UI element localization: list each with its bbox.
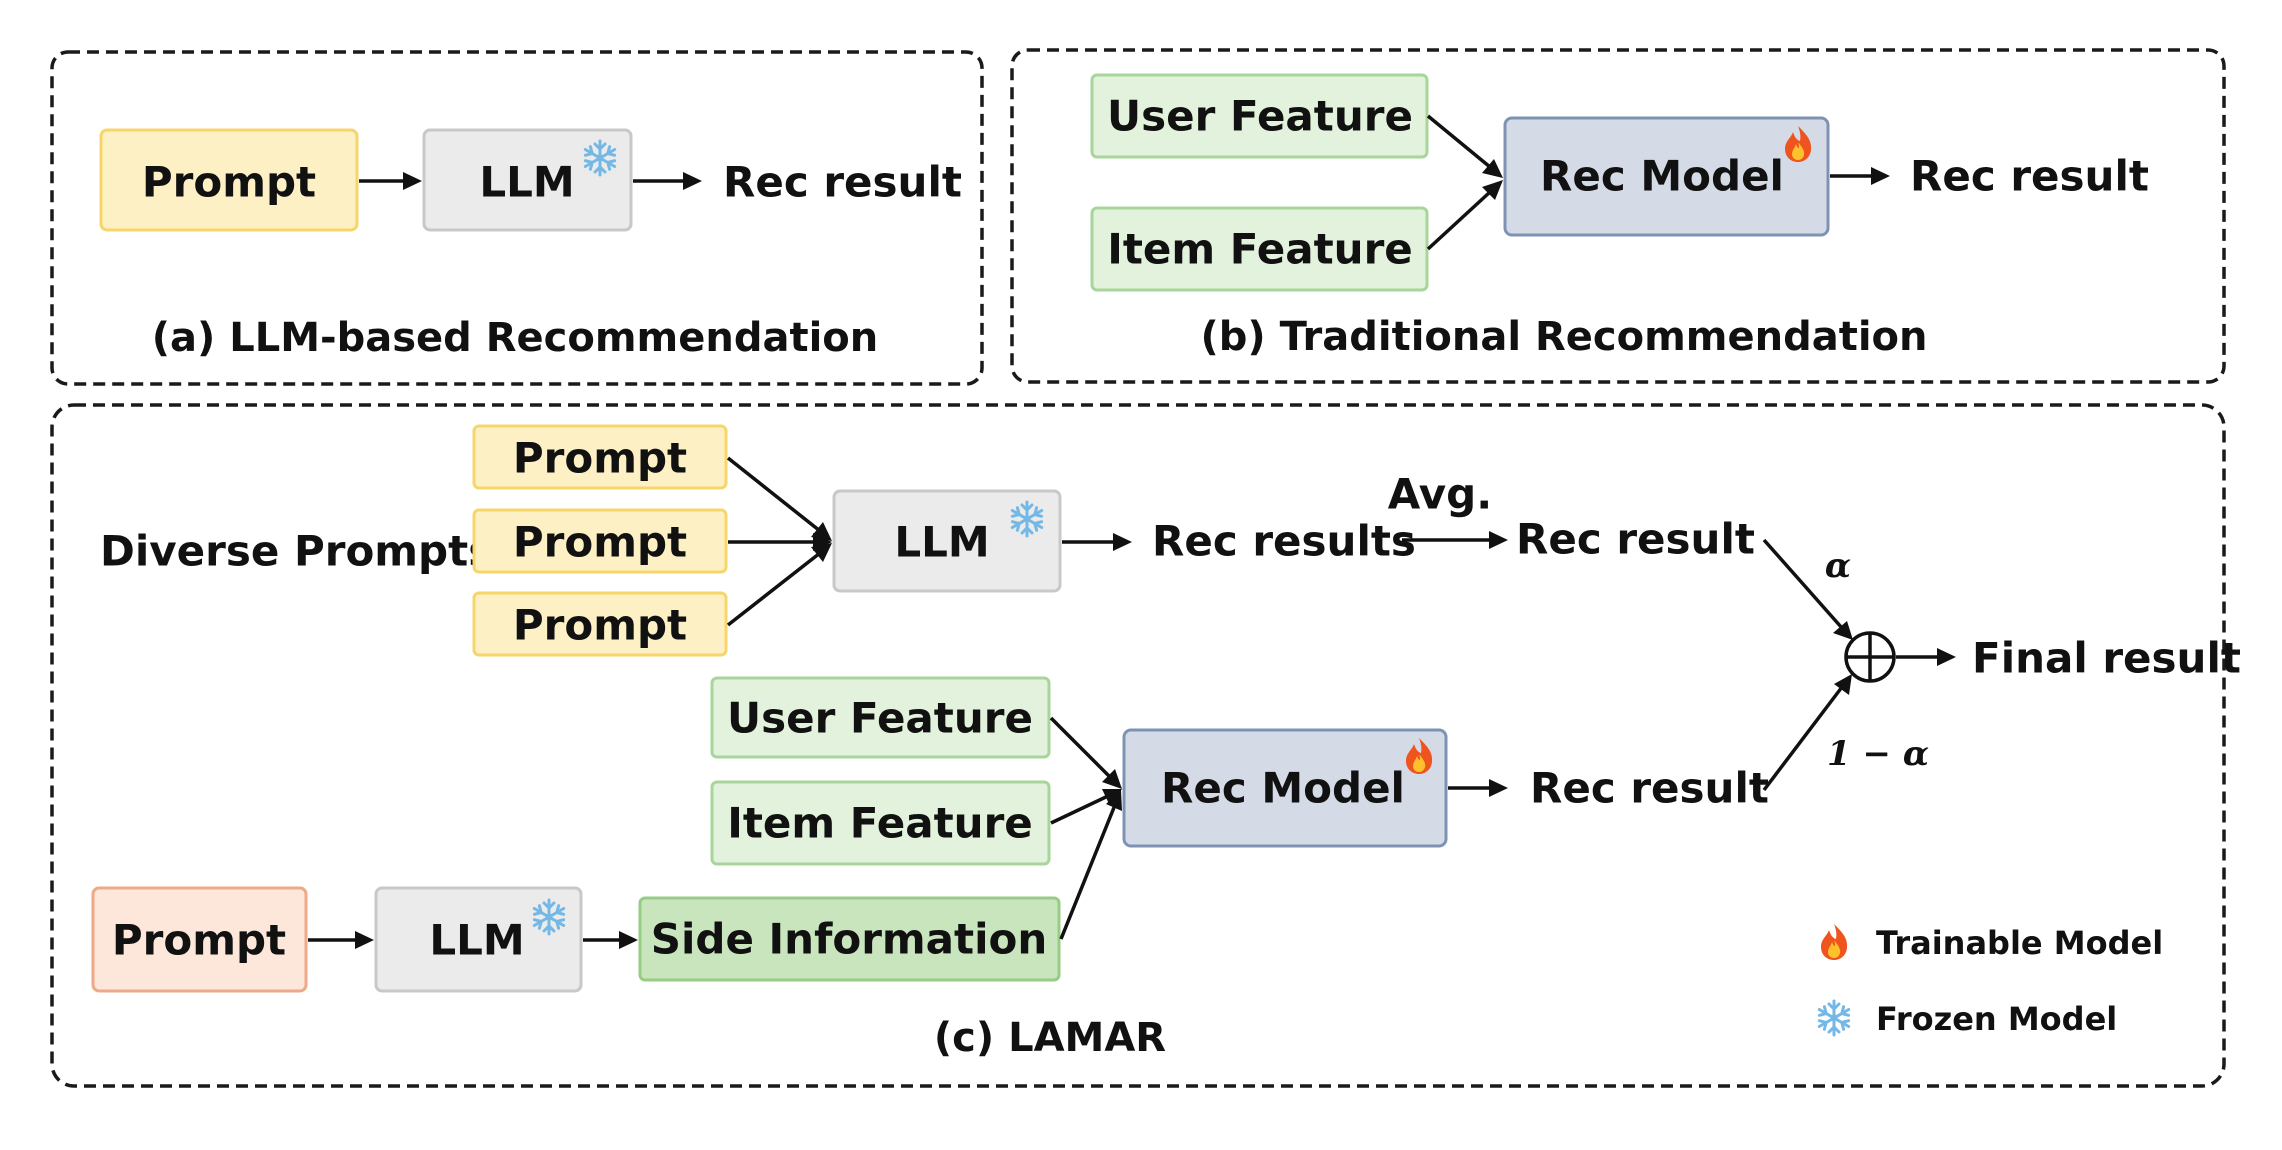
- a-llm-label: LLM: [479, 158, 574, 207]
- b-arrows: [1426, 114, 1890, 251]
- c-item-feature-label: Item Feature: [727, 799, 1033, 848]
- a-caption: (a) LLM-based Recommendation: [152, 315, 878, 361]
- c-one-minus-alpha-label: 1 − α: [1827, 734, 1929, 774]
- c-rec-model-box: [1122, 728, 1448, 848]
- legend-frozen-label: Frozen Model: [1876, 1000, 2117, 1038]
- b-rec-model-box: [1503, 116, 1830, 237]
- b-item-feature-box: [1090, 206, 1429, 292]
- c-prompt-box: [472, 508, 728, 574]
- panel-b-frame: [1010, 48, 2226, 384]
- c-llm-label: LLM: [894, 518, 989, 567]
- a-prompt-label: Prompt: [142, 158, 316, 207]
- c-rec-result-top-label: Rec result: [1516, 515, 1755, 564]
- panel-a-frame: [50, 50, 984, 386]
- c-final-result-label: Final result: [1972, 634, 2241, 683]
- a-llm-box: [422, 128, 633, 232]
- snowflake-icon: [1817, 999, 1851, 1037]
- c-side-llm-label: LLM: [429, 916, 524, 965]
- fire-icon: [1821, 924, 1848, 960]
- c-side-prompt-label: Prompt: [112, 916, 286, 965]
- c-prompt-box: [472, 591, 728, 657]
- a-prompt-box: [99, 128, 359, 232]
- c-side-information-box: [638, 896, 1061, 982]
- a-arrows: [359, 172, 702, 190]
- c-prompt-box: [472, 424, 728, 490]
- b-rec-model-label: Rec Model: [1540, 152, 1784, 201]
- c-side-llm-box: [374, 886, 583, 993]
- c-alpha-label: α: [1825, 546, 1851, 586]
- c-rec-model-label: Rec Model: [1161, 764, 1405, 813]
- c-side-prompt-box: [91, 886, 308, 993]
- c-prompt-label: Prompt: [513, 518, 687, 567]
- b-user-feature-box: [1090, 73, 1429, 159]
- c-diverse-prompts-label: Diverse Prompts: [100, 527, 493, 576]
- c-prompt-label: Prompt: [513, 434, 687, 483]
- a-output-label: Rec result: [723, 158, 962, 207]
- c-avg-label: Avg.: [1388, 470, 1492, 519]
- panel-c-frame: [50, 403, 2226, 1088]
- c-user-feature-box: [710, 676, 1051, 759]
- c-rec-results-label: Rec results: [1152, 517, 1416, 566]
- c-user-feature-label: User Feature: [727, 694, 1033, 743]
- b-user-feature-label: User Feature: [1107, 92, 1413, 141]
- c-side-information-label: Side Information: [651, 915, 1048, 964]
- c-caption: (c) LAMAR: [934, 1015, 1166, 1061]
- legend-trainable-label: Trainable Model: [1876, 924, 2163, 962]
- c-prompt-label: Prompt: [513, 601, 687, 650]
- c-rec-result-bottom-label: Rec result: [1530, 764, 1769, 813]
- b-output-label: Rec result: [1910, 152, 2149, 201]
- c-arrows: [308, 456, 1956, 949]
- b-caption: (b) Traditional Recommendation: [1201, 314, 1928, 360]
- b-item-feature-label: Item Feature: [1107, 225, 1413, 274]
- c-llm-box: [832, 489, 1062, 593]
- c-item-feature-box: [710, 780, 1051, 866]
